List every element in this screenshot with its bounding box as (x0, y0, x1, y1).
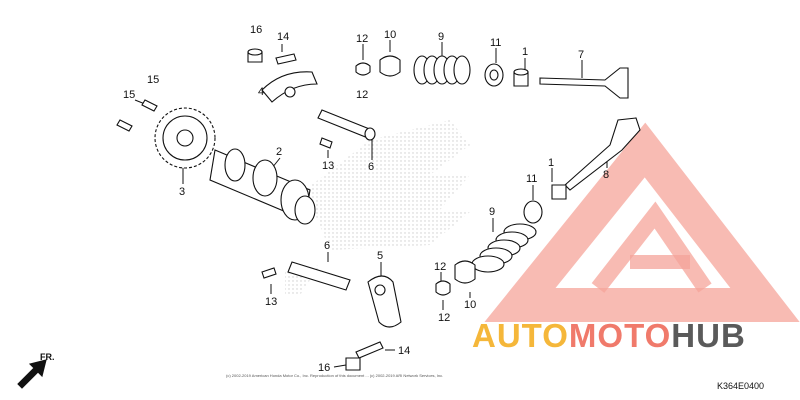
callout-10: 10 (464, 299, 477, 311)
callout-12: 12 (356, 33, 369, 45)
nut-16-top-face (247, 48, 263, 56)
leader-line (333, 364, 347, 368)
callout-13: 13 (322, 160, 335, 172)
callout-9: 9 (489, 206, 496, 218)
rocker-shaft-6-bottom (287, 261, 351, 291)
adjusting-screw-14-top (275, 53, 297, 65)
callout-15: 15 (147, 74, 160, 86)
callout-10: 10 (384, 29, 397, 41)
bolt-13-bottom (261, 267, 277, 279)
spring-seat-11-top-hole (489, 69, 499, 81)
valve-spring-9-top (413, 55, 471, 85)
callout-2: 2 (276, 146, 283, 158)
spring-seat-11-bottom (523, 200, 543, 224)
automotohub-logo-mark (484, 122, 800, 322)
callout-9: 9 (438, 31, 445, 43)
callout-12: 12 (434, 261, 447, 273)
direction-label: FR. (40, 352, 55, 362)
rocker-arm-5-bore (374, 284, 386, 296)
callout-6: 6 (324, 240, 331, 252)
rocker-arm-4-bore (284, 86, 296, 98)
retainer-10-top (379, 55, 401, 77)
wordmark-auto: AUTO (472, 317, 569, 354)
callout-1: 1 (522, 46, 529, 58)
wordmark-moto: MOTO (568, 317, 672, 354)
copyright-text: (c) 2002-2019 American Honda Motor Co., … (226, 373, 444, 378)
callout-3: 3 (179, 186, 186, 198)
rocker-arm-5 (367, 275, 402, 328)
bolt-13-top (319, 137, 333, 149)
cotter-12-bottom (435, 280, 451, 296)
intake-valve-7 (539, 67, 629, 99)
callout-16: 16 (250, 24, 263, 36)
callout-12: 12 (438, 312, 451, 324)
callout-16: 16 (318, 362, 331, 374)
callout-15: 15 (123, 89, 136, 101)
cotter-12-top (355, 62, 371, 76)
callout-6: 6 (368, 161, 375, 173)
rocker-shaft-6-end (364, 127, 376, 141)
camshaft-2 (209, 148, 316, 225)
callout-14: 14 (277, 31, 290, 43)
callout-8: 8 (603, 169, 610, 181)
wordmark-hub: HUB (671, 317, 746, 354)
bolt-15-a (141, 99, 158, 112)
callout-14: 14 (398, 345, 411, 357)
automotohub-wordmark: AUTOMOTOHUB (472, 318, 746, 354)
cam-sprocket-3-center (176, 129, 194, 147)
rocker-shaft-6-top (317, 109, 373, 139)
exhaust-valve-8 (564, 117, 641, 191)
bolt-15-b (116, 119, 133, 132)
retainer-10-bottom (454, 260, 476, 284)
nut-16-bottom (345, 357, 361, 371)
callout-11: 11 (490, 37, 502, 49)
valve-seal-1-top-face (513, 68, 529, 76)
callout-11: 11 (526, 173, 538, 185)
callout-7: 7 (578, 49, 585, 61)
callout-5: 5 (377, 250, 384, 262)
callout-13: 13 (265, 296, 278, 308)
adjusting-screw-14-bottom (355, 341, 384, 359)
diagram-code: K364E0400 (717, 381, 765, 391)
callout-4: 4 (258, 86, 265, 98)
valve-seal-1-bottom (551, 184, 567, 200)
callout-1: 1 (548, 157, 555, 169)
valve-spring-9-bottom (471, 223, 537, 273)
front-arrow-icon (17, 359, 47, 389)
callout-12: 12 (356, 89, 369, 101)
